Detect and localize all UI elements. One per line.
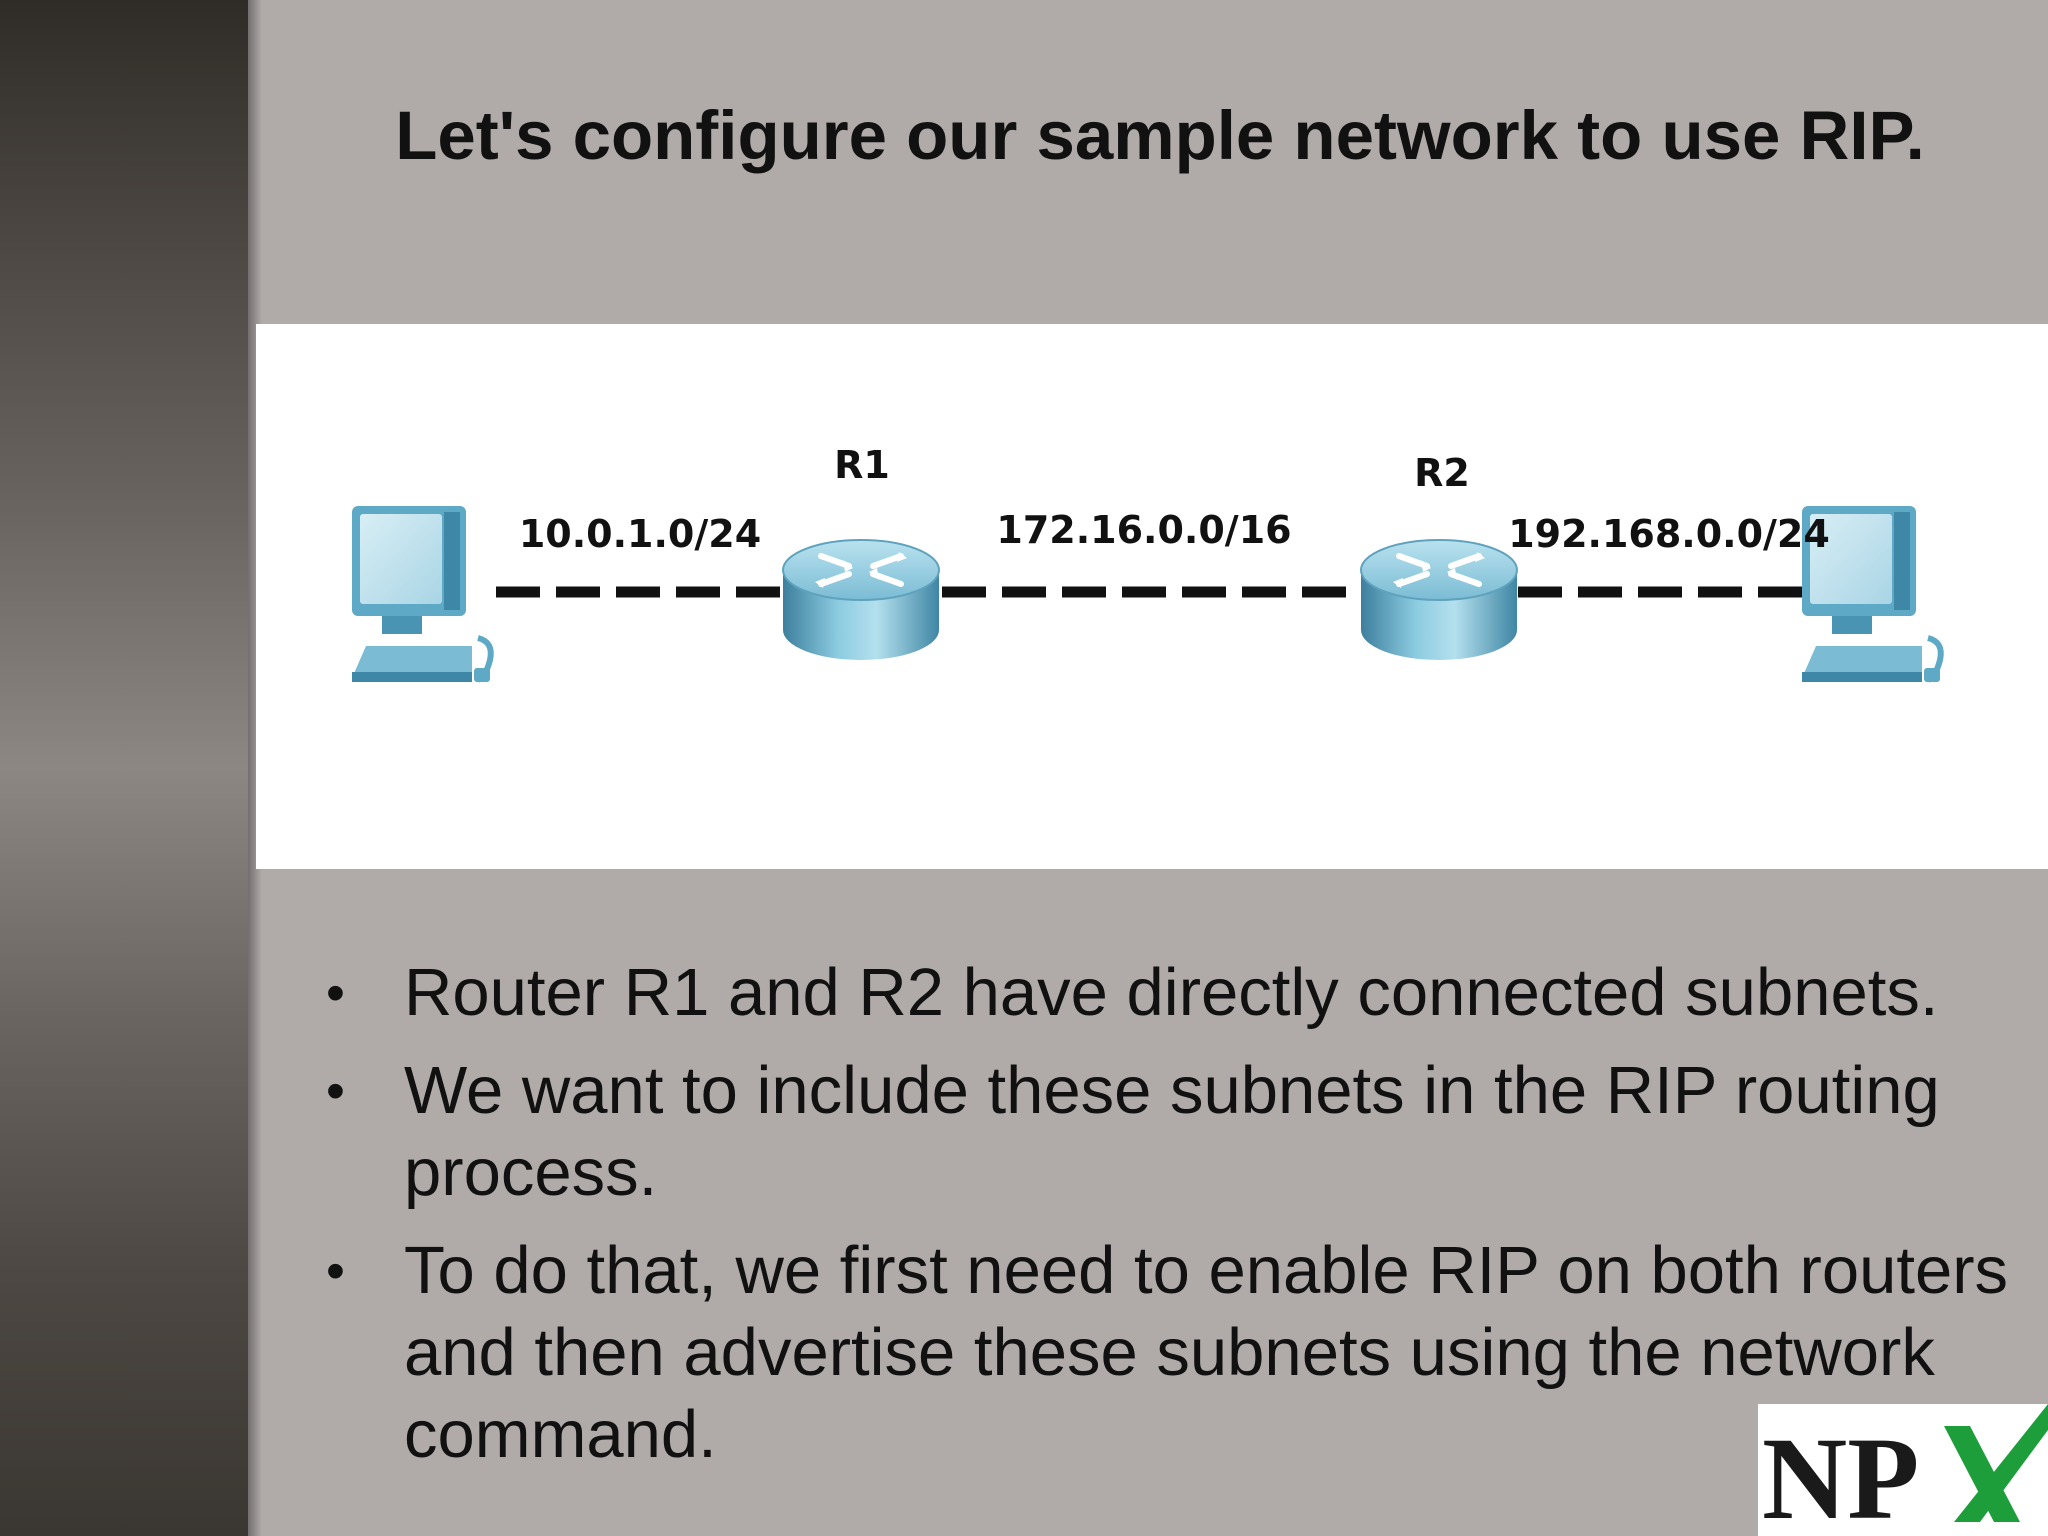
- bullet-list: Router R1 and R2 have directly connected…: [320, 952, 2020, 1492]
- network-topology: R1 R2 10.0.1.0/24 172.16.0.0/16 192.168.…: [352, 443, 1944, 683]
- subnet-label: 172.16.0.0/16: [996, 508, 1291, 552]
- computer-icon: [1802, 506, 1944, 683]
- router-label: R1: [834, 443, 890, 487]
- router-r2-icon: [1360, 539, 1518, 660]
- network-diagram: R1 R2 10.0.1.0/24 172.16.0.0/16 192.168.…: [256, 324, 2048, 869]
- svg-text:NP: NP: [1762, 1413, 1919, 1536]
- subnet-label: 192.168.0.0/24: [1508, 512, 1830, 556]
- npx-logo: NP: [1758, 1404, 2048, 1536]
- computer-icon: [352, 506, 494, 683]
- bullet-item: We want to include these subnets in the …: [320, 1050, 2020, 1214]
- logo-graphic: NP: [1762, 1404, 2048, 1536]
- subnet-label: 10.0.1.0/24: [519, 512, 761, 556]
- bullet-item: Router R1 and R2 have directly connected…: [320, 952, 2020, 1034]
- bullet-item: To do that, we first need to enable RIP …: [320, 1230, 2020, 1476]
- logo-x-mark: [1944, 1404, 2048, 1522]
- decorative-sidebar: [0, 0, 262, 1536]
- router-r1-icon: [782, 539, 940, 660]
- router-label: R2: [1414, 451, 1470, 495]
- slide-title: Let's configure our sample network to us…: [395, 97, 1925, 174]
